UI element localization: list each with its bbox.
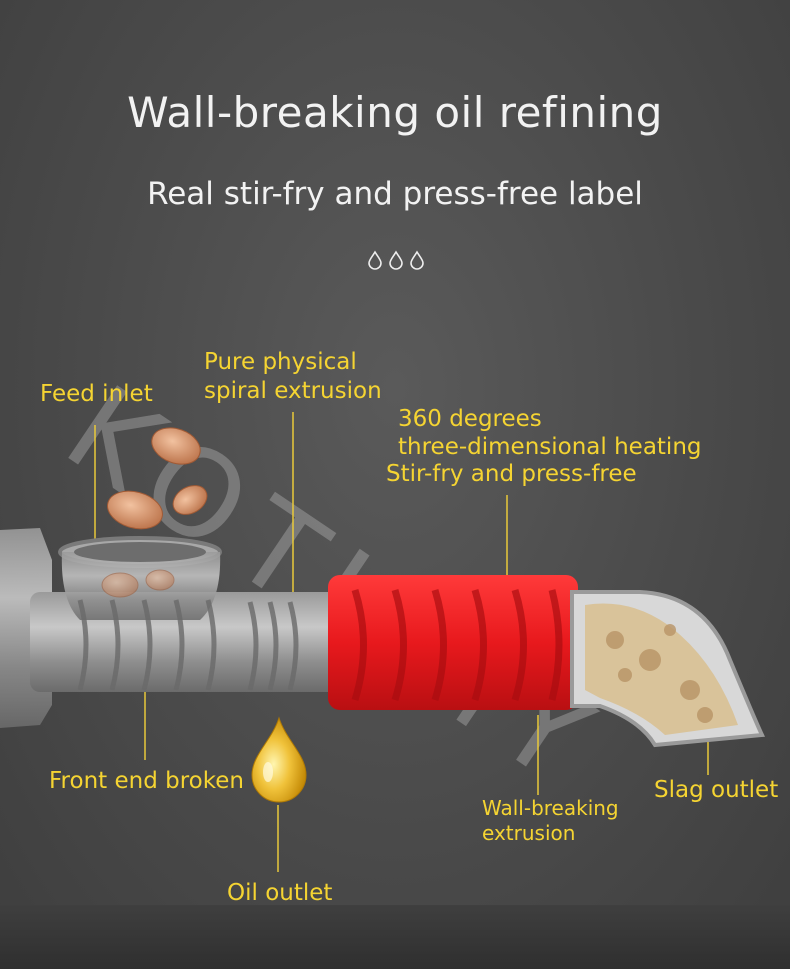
spiral-extrusion-label: Pure physical spiral extrusion: [204, 348, 382, 406]
water-drop-icon: [389, 250, 403, 270]
screw-threads: [77, 599, 299, 691]
heating-label-3: Stir-fry and press-free: [386, 461, 637, 487]
page-subtitle: Real stir-fry and press-free label: [147, 176, 643, 212]
floor-shadow: [0, 905, 790, 969]
oil-outlet-label: Oil outlet: [227, 880, 333, 906]
wall-breaking-label: Wall-breaking extrusion: [482, 796, 619, 846]
oil-drop-icon: [251, 716, 307, 803]
front-end-label: Front end broken: [49, 768, 244, 794]
heating-sleeve: [328, 575, 578, 710]
peanut-icon: [101, 427, 208, 598]
heating-label-2: three-dimensional heating: [398, 434, 702, 460]
heating-label-1: 360 degrees: [398, 406, 542, 432]
spiral-line-2: spiral extrusion: [204, 377, 382, 404]
water-drop-icon: [410, 250, 424, 270]
spiral-line-1: Pure physical: [204, 349, 357, 375]
heater-threads: [351, 588, 563, 702]
water-drop-icon: [368, 250, 382, 270]
page-title: Wall-breaking oil refining: [127, 88, 663, 137]
feed-inlet-label: Feed inlet: [40, 381, 153, 407]
wall-line-2: extrusion: [482, 821, 576, 845]
water-drops-decoration: [368, 250, 424, 270]
wall-line-1: Wall-breaking: [482, 796, 619, 820]
slag-outlet-label: Slag outlet: [654, 777, 779, 803]
